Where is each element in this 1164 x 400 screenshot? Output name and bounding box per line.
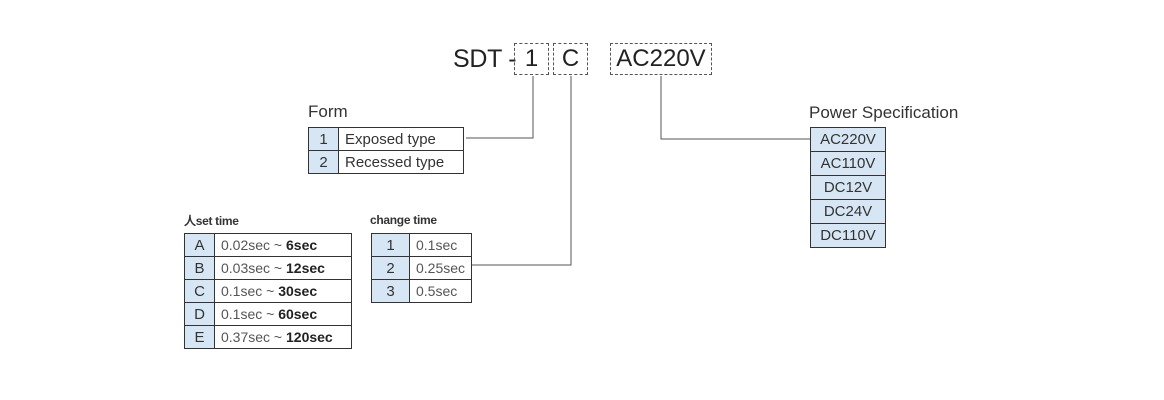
power-option: DC12V (810, 175, 886, 200)
change-time-value: 0.25sec (408, 256, 473, 280)
form-key: 2 (308, 150, 339, 174)
change-time-value: 0.1sec (408, 233, 473, 257)
form-title: Form (308, 102, 348, 121)
change-time-value: 0.5sec (408, 279, 473, 303)
table-row: 3 0.5sec (371, 279, 473, 303)
table-row: 2 Recessed type (308, 150, 464, 174)
set-time-title: 人set time (184, 214, 239, 228)
set-time-to: 6sec (286, 237, 318, 253)
set-time-key: E (184, 325, 215, 349)
power-option: AC110V (810, 151, 886, 176)
form-table: 1 Exposed type 2 Recessed type (308, 127, 464, 174)
model-code: SDT - (453, 40, 522, 78)
table-row: A 0.02sec ~ 6sec (184, 233, 352, 257)
table-row: C 0.1sec ~ 30sec (184, 279, 352, 303)
set-time-from: 0.02sec ~ (221, 237, 286, 253)
set-time-value: 0.37sec ~ 120sec (214, 325, 352, 349)
form-value: Exposed type (338, 127, 464, 151)
change-time-title: change time (370, 213, 437, 227)
set-time-value: 0.03sec ~ 12sec (214, 256, 352, 280)
set-time-value: 0.02sec ~ 6sec (214, 233, 352, 257)
table-row: B 0.03sec ~ 12sec (184, 256, 352, 280)
set-time-value: 0.1sec ~ 60sec (214, 302, 352, 326)
change-time-key: 3 (371, 279, 410, 303)
set-time-to: 60sec (278, 306, 318, 322)
set-time-to: 120sec (286, 329, 333, 345)
power-option: DC110V (810, 223, 886, 248)
form-connector-line (466, 76, 534, 139)
model-prefix: SDT - (453, 44, 517, 73)
change-time-connector-line (470, 76, 572, 266)
set-time-table: A 0.02sec ~ 6sec B 0.03sec ~ 12sec C 0.1… (184, 233, 352, 349)
code-box-form: 1 (514, 43, 549, 75)
table-row: D 0.1sec ~ 60sec (184, 302, 352, 326)
set-time-key: C (184, 279, 215, 303)
power-title: Power Specification (809, 103, 959, 122)
set-time-key: D (184, 302, 215, 326)
change-time-key: 1 (371, 233, 410, 257)
table-row: 1 Exposed type (308, 127, 464, 151)
power-connector-line (660, 76, 810, 140)
power-option: DC24V (810, 199, 886, 224)
set-time-from: 0.37sec ~ (221, 329, 286, 345)
change-time-table: 1 0.1sec 2 0.25sec 3 0.5sec (371, 233, 473, 303)
form-key: 1 (308, 127, 339, 151)
power-options-list: AC220V AC110V DC12V DC24V DC110V (810, 127, 886, 248)
set-time-from: 0.1sec ~ (221, 283, 279, 299)
set-time-value: 0.1sec ~ 30sec (214, 279, 352, 303)
set-time-to: 30sec (278, 283, 318, 299)
table-row: E 0.37sec ~ 120sec (184, 325, 352, 349)
set-time-key: A (184, 233, 215, 257)
set-time-key: B (184, 256, 215, 280)
form-value: Recessed type (338, 150, 464, 174)
code-box-change-time: C (553, 43, 588, 75)
set-time-from: 0.1sec ~ (221, 306, 279, 322)
table-row: 1 0.1sec (371, 233, 473, 257)
change-time-key: 2 (371, 256, 410, 280)
set-time-from: 0.03sec ~ (221, 260, 286, 276)
code-box-power: AC220V (610, 43, 712, 75)
power-option: AC220V (810, 127, 886, 152)
table-row: 2 0.25sec (371, 256, 473, 280)
set-time-to: 12sec (286, 260, 325, 276)
